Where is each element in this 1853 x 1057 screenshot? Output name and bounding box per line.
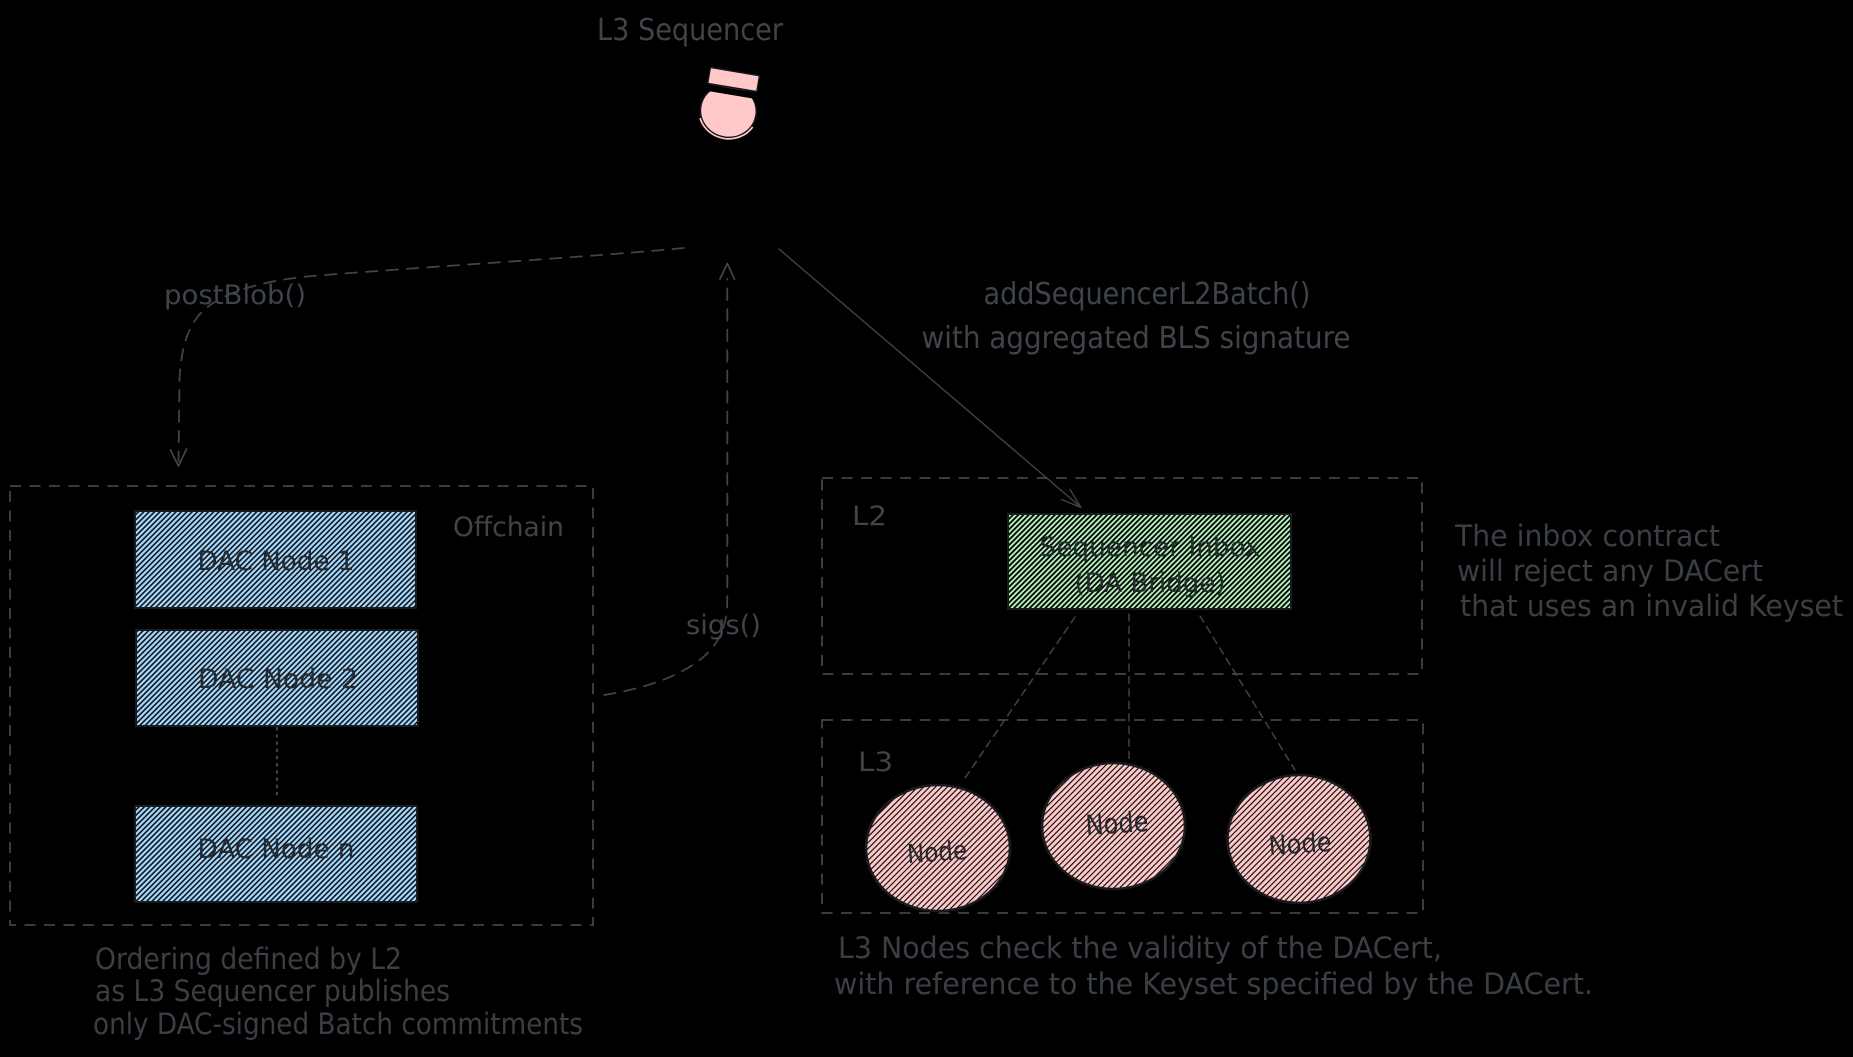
dac-node-1-label: DAC Node 1 — [198, 546, 355, 577]
add-batch-arrow — [778, 248, 1081, 508]
post-blob-arrowhead — [169, 448, 188, 467]
dac-node-1-shape — [134, 510, 417, 609]
validity-note-line2: with reference to the Keyset specified b… — [834, 967, 1593, 1001]
avatar-cap — [706, 66, 761, 93]
l3-node-2-shape — [1040, 761, 1187, 891]
sequencer-inbox-label-line2: (DA Bridge) — [1075, 568, 1226, 599]
ordering-note-line1: Ordering defined by L2 — [95, 942, 402, 976]
sequencer-avatar-icon — [699, 66, 761, 140]
sequencer-inbox-shape — [1007, 513, 1292, 610]
inbox-node3-link — [1199, 615, 1296, 771]
post-blob-arrow — [177, 247, 685, 462]
l3-node-2-label: Node — [1084, 805, 1149, 842]
post-blob-label: postBlob() — [164, 280, 306, 311]
avatar-chin-line — [699, 117, 754, 140]
add-batch-label-line1: addSequencerL2Batch() — [984, 277, 1311, 312]
validity-note-line1: L3 Nodes check the validity of the DACer… — [838, 931, 1442, 965]
add-batch-label-line2: with aggregated BLS signature — [922, 321, 1351, 356]
inbox-note-line2: will reject any DACert — [1457, 554, 1763, 588]
l3-box — [821, 719, 1424, 914]
dac-node-n-label: DAC Node n — [198, 834, 355, 865]
offchain-label: Offchain — [453, 512, 564, 543]
l3-node-3-shape — [1226, 773, 1372, 905]
l3-node-1-label: Node — [906, 836, 968, 870]
labels-layer: L3 Sequencer postBlob() sigs() addSequen… — [164, 13, 1351, 778]
shapes-layer — [134, 510, 1372, 913]
add-batch-arrowhead — [1060, 488, 1082, 509]
inbox-note-line1: The inbox contract — [1454, 519, 1720, 553]
sigs-arrow — [603, 278, 729, 696]
ordering-note-line3: only DAC-signed Batch commitments — [93, 1007, 583, 1041]
avatar-cap-band — [700, 83, 760, 100]
l3-node-1-shape — [864, 783, 1012, 913]
l3-label: L3 — [858, 747, 893, 778]
dac-node-n-shape — [134, 805, 418, 903]
inbox-note-line3: that uses an invalid Keyset — [1460, 589, 1843, 623]
ordering-note-line2: as L3 Sequencer publishes — [95, 974, 450, 1008]
dac-node-2-label: DAC Node 2 — [198, 664, 358, 695]
l2-box — [821, 477, 1423, 675]
sigs-arrowhead — [719, 262, 736, 280]
l3-node-3-label: Node — [1268, 827, 1333, 862]
sequencer-inbox-label-line1: Sequencer Inbox — [1040, 532, 1261, 563]
actor-label: L3 Sequencer — [597, 13, 784, 48]
sigs-label: sigs() — [686, 610, 761, 641]
frames-layer — [9, 477, 1424, 926]
l2-label: L2 — [852, 501, 887, 532]
shape-text-layer: DAC Node 1 DAC Node 2 DAC Node n Sequenc… — [198, 532, 1333, 870]
arrows-layer — [169, 247, 1296, 797]
offchain-box — [9, 485, 594, 926]
notes-layer: The inbox contract will reject any DACer… — [93, 519, 1843, 1041]
dac-node-2-shape — [135, 629, 419, 727]
inbox-node1-link — [962, 616, 1076, 782]
